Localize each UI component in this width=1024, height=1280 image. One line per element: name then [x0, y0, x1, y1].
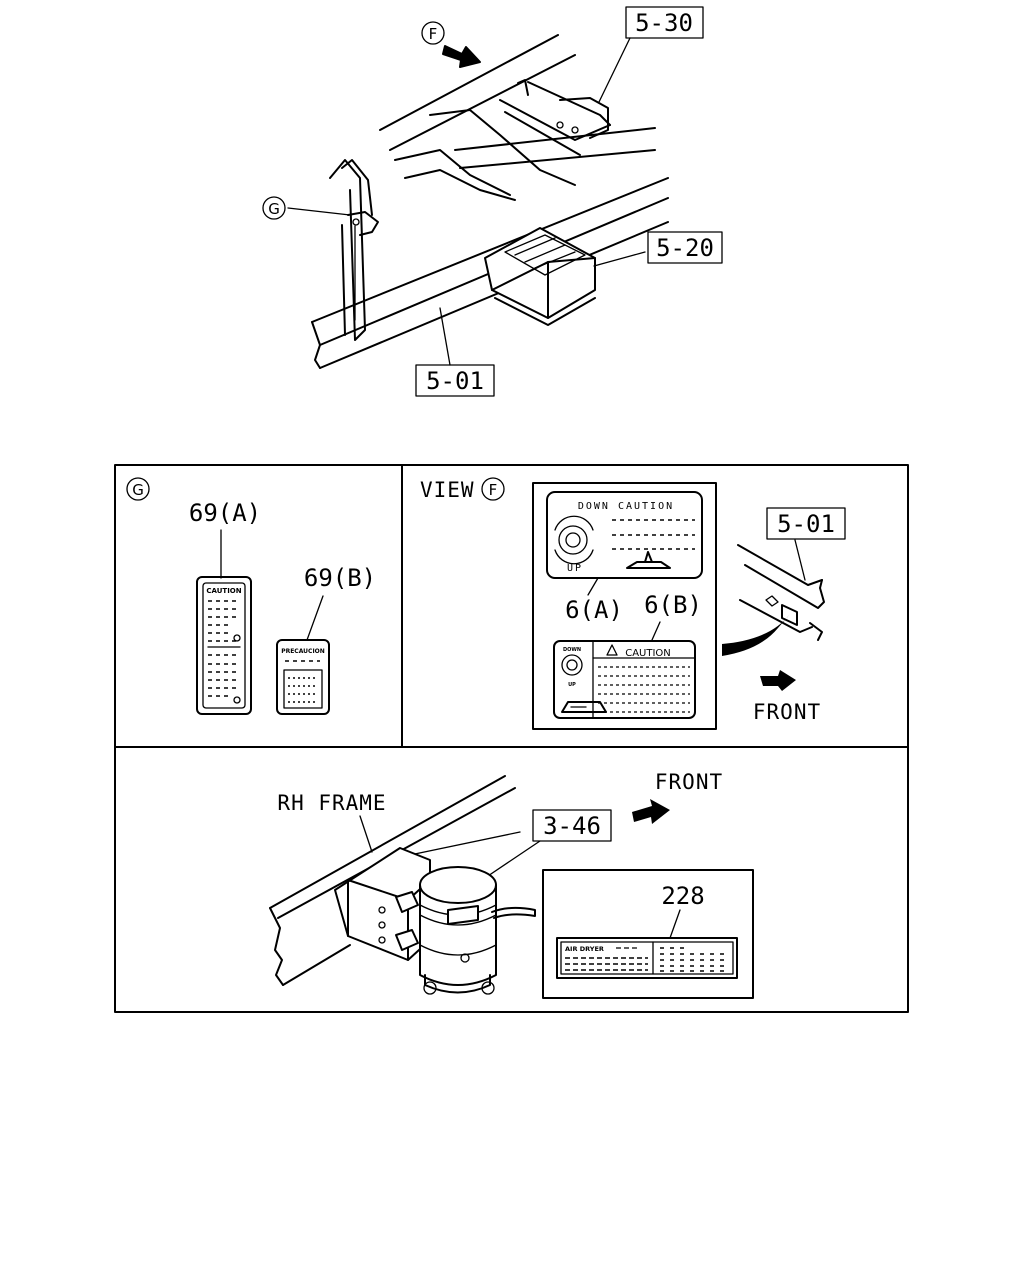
view-f-front-label: FRONT: [753, 700, 821, 724]
ref-346-label: 3-46: [543, 812, 601, 840]
ref-530-box: [625, 6, 704, 39]
ref-520-label: 5-20: [656, 234, 714, 262]
decal-69b-heading: PRECAUCION: [281, 648, 325, 655]
panel-g: G 69(A) 69(B) CAUTION PRECAUCION: [126, 477, 376, 715]
label-6b: 6(B): [644, 591, 702, 619]
panel-view-f-letter: F: [489, 481, 498, 499]
decal-69a: CAUTION: [196, 576, 252, 715]
label-228: 228: [661, 882, 704, 910]
air-dryer-front-arrow-icon: [632, 799, 670, 824]
view-f-callout-circle: [421, 21, 445, 45]
decal-69b: PRECAUCION: [276, 639, 330, 715]
label-69b: 69(B): [304, 564, 376, 592]
decal-6b: CAUTION DOWN UP: [553, 640, 696, 719]
ref-346-box: [532, 809, 612, 842]
g-callout: G: [268, 200, 280, 218]
panel-view-f-letter-circle: [481, 477, 505, 501]
air-dryer-canister: [419, 866, 536, 995]
g-callout-circle: [262, 196, 286, 220]
ref-520-box: [647, 231, 723, 264]
location-arrow: [722, 614, 790, 656]
label-6a: 6(A): [565, 596, 623, 624]
decal-228: AIR DRYER: [556, 937, 738, 979]
rh-frame-rail: [269, 775, 521, 986]
decal-6a-heading: DOWN CAUTION: [578, 501, 674, 512]
panel-g-letter-circle: [126, 477, 150, 501]
detail-panels-frame: [114, 464, 909, 1013]
ref-501-box: [415, 364, 495, 397]
panel-air-dryer: RH FRAME FRONT 3-46: [269, 770, 754, 999]
panel-view-f-title: VIEW: [420, 478, 475, 502]
decal-6b-up: UP: [568, 682, 576, 688]
decal-228-heading: AIR DRYER: [565, 945, 604, 953]
decal-6b-heading: CAUTION: [625, 648, 671, 659]
view-f-ref-501-box: [766, 507, 846, 540]
decal-6b-down: DOWN: [563, 647, 581, 653]
front-arrow-icon: [760, 670, 796, 691]
decal-69a-heading: CAUTION: [206, 587, 241, 595]
view-f-decal-sheet: [532, 482, 717, 730]
decal-228-frame: [542, 869, 754, 999]
view-f-callout: F: [429, 25, 438, 43]
decal-6a: DOWN CAUTION UP: [546, 491, 703, 579]
view-f-frame-rail: [737, 539, 825, 641]
ref-530-label: 5-30: [635, 9, 693, 37]
view-f-ref-501-label: 5-01: [777, 510, 835, 538]
top-assembly-view: [287, 34, 669, 369]
panel-view-f: VIEW F DOWN CAUTION UP 6(A) 6(B): [420, 477, 846, 730]
decal-6a-up: UP: [567, 563, 583, 574]
ref-501-label: 5-01: [426, 367, 484, 395]
air-dryer-front-label: FRONT: [655, 770, 723, 794]
panel-g-letter: G: [132, 481, 144, 499]
rh-frame-label: RH FRAME: [277, 791, 386, 815]
label-69a: 69(A): [189, 499, 261, 527]
